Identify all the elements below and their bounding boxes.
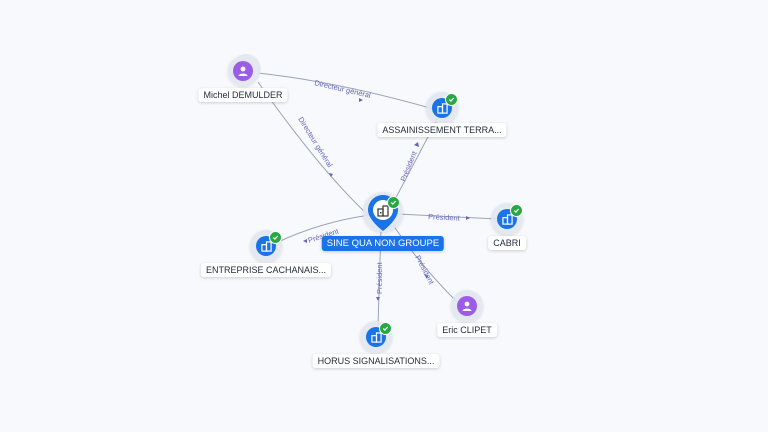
building-icon [260, 240, 272, 252]
arrow-center-entreprise [303, 239, 307, 243]
person-icon [238, 66, 248, 76]
arrow-center-horus [376, 297, 380, 301]
edge-center-cabri [397, 213, 498, 220]
node-label: ASSAINISSEMENT TERRA... [377, 123, 507, 137]
edge-label-center-cabri: Président [428, 212, 461, 223]
node-label: CABRI [488, 236, 526, 250]
verified-check-icon [269, 231, 282, 244]
node-label: Eric CLIPET [437, 323, 497, 337]
building-icon [370, 331, 382, 343]
edge-label-michel-assainissement: Directeur général [314, 78, 372, 100]
node-label: Michel DEMULDER [198, 88, 288, 102]
verified-check-icon [387, 196, 400, 209]
arrow-center-assainissement [414, 142, 419, 147]
node-label: ENTREPRISE CACHANAIS... [200, 263, 332, 277]
building-icon [377, 205, 389, 217]
person-icon [462, 301, 472, 311]
edge-michel-assainissement [257, 72, 438, 111]
building-icon [501, 213, 513, 225]
edge-center-entreprise [275, 214, 371, 244]
node-label: SINE QUA NON GROUPE [321, 236, 445, 251]
arrow-eric-center [424, 274, 428, 279]
building-icon [436, 102, 448, 114]
arrow-center-cabri [466, 216, 470, 220]
arrow-michel-assainissement [359, 98, 363, 102]
verified-check-icon [379, 322, 392, 335]
edge-michel-center [257, 81, 369, 216]
edge-label-michel-center: Directeur général [296, 115, 334, 169]
node-label: HORUS SIGNALISATIONS... [312, 354, 440, 368]
arrow-michel-center [329, 173, 333, 177]
edge-label-center-assainissement: Président [399, 149, 420, 183]
verified-check-icon [510, 204, 523, 217]
verified-check-icon [445, 93, 458, 106]
edge-label-eric-center: Président [413, 254, 436, 287]
edge-eric-center [392, 224, 458, 303]
edge-label-center-horus: Président [375, 261, 384, 294]
